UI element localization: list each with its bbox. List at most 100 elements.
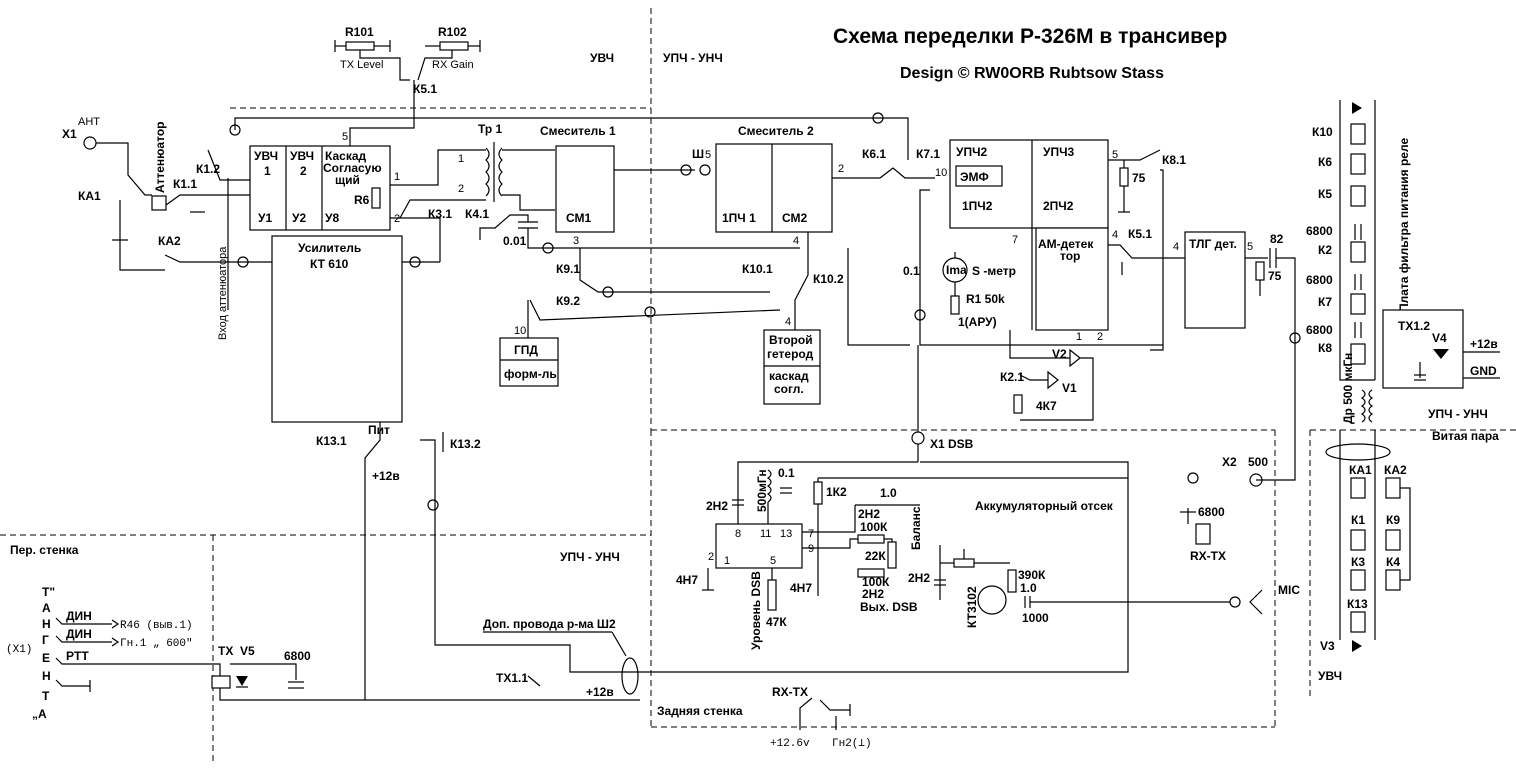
c82-label: 82 — [1270, 232, 1284, 246]
pin-label: 1 — [394, 171, 400, 183]
tangenta-letter-1: Т" — [42, 585, 55, 599]
k5-relay-coil — [1350, 185, 1366, 207]
v2-label: V2 — [1052, 347, 1067, 361]
r390k-resistor — [1007, 569, 1017, 593]
osc-label-4: согл. — [774, 382, 804, 396]
attenuator-box — [151, 195, 167, 211]
section-twisted-pair: Витая пара — [1432, 429, 1499, 443]
k11-label: К1.1 — [173, 177, 197, 191]
k10-relay-coil — [1350, 123, 1366, 145]
k9-relay-coil — [1385, 529, 1401, 551]
amplifier-label: Усилитель — [298, 241, 361, 255]
inductor-500mh-label: 500мГн — [755, 469, 769, 512]
c4h7b-label: 4Н7 — [790, 581, 812, 595]
k9-label: К9 — [1386, 513, 1400, 527]
mic-label: MIC — [1278, 583, 1300, 597]
extra-wires-label: Доп. провода р-ма Ш2 — [483, 617, 616, 631]
pin-label: 5 — [342, 131, 348, 143]
r47k-label: 47К — [766, 615, 787, 629]
choke-2-icon — [1368, 389, 1374, 423]
rx-tx-relay-coil — [1195, 523, 1211, 545]
ka1-relay-coil — [1350, 477, 1366, 499]
k102-label: К10.2 — [813, 272, 844, 286]
c2h2d-label: 2Н2 — [908, 571, 930, 585]
pin-label: 4 — [1112, 229, 1118, 241]
k5-label: К5 — [1318, 187, 1332, 201]
c2h2a-label: 2Н2 — [706, 499, 728, 513]
pin-label: 10 — [514, 325, 526, 337]
k31-label: К3.1 — [428, 207, 452, 221]
r47k-potentiometer — [767, 579, 777, 611]
kt3102-transistor-icon — [977, 585, 1007, 615]
din1-label: ДИН — [66, 609, 92, 623]
r75a-resistor — [1119, 167, 1129, 187]
k51b-label: К5.1 — [1128, 227, 1152, 241]
diode-top-icon — [1352, 102, 1362, 114]
gpd-label: ГПД — [514, 343, 538, 357]
r100ka-resistor — [857, 534, 885, 544]
k81-label: К8.1 — [1162, 153, 1186, 167]
uvch-block — [249, 145, 391, 231]
ipch1-label: 1ПЧ 1 — [722, 211, 756, 225]
dsb-level-label: Уровень DSB — [749, 571, 763, 650]
k3-label: К3 — [1351, 555, 1365, 569]
k13-relay-coil — [1350, 611, 1366, 633]
pin-label: 5 — [1112, 149, 1118, 161]
ka2-relay-coil — [1385, 477, 1401, 499]
emf-label: ЭМФ — [960, 170, 989, 184]
ka1-label: КА1 — [78, 189, 101, 203]
pin-label: 1 — [1076, 331, 1082, 343]
v3-diode-icon — [1352, 640, 1362, 652]
k91-label: К9.1 — [556, 262, 580, 276]
dsb-output-label: Вых. DSB — [860, 600, 918, 614]
v4-diode-icon — [1433, 349, 1449, 359]
pin-label: 2 — [708, 551, 714, 563]
balance-label: Баланс — [909, 506, 923, 550]
r101-label: R101 — [345, 25, 374, 39]
matching-stage-label-1: Каскад — [325, 149, 366, 163]
attenuator-label: Аттенюатор — [153, 122, 167, 193]
second-heterodyne-block — [763, 329, 821, 405]
k21-label: К2.1 — [1000, 370, 1024, 384]
sh5-label: Ш — [692, 147, 704, 161]
rx-tx-label: RX-TX — [1190, 549, 1226, 563]
section-front-wall: Пер. стенка — [10, 543, 79, 557]
cable-bundle-icon — [621, 657, 639, 695]
tx12-label: ТХ1.2 — [1398, 319, 1430, 333]
k71-label: К7.1 — [916, 147, 940, 161]
gn2-label: Гн2(⊥) — [832, 738, 872, 750]
tangenta-letter-4: Г — [42, 633, 49, 647]
r101-resistor — [345, 41, 375, 51]
pin-label: 7 — [1012, 234, 1018, 246]
osc-label-2: гетерод — [767, 347, 814, 361]
k2-relay-coil — [1350, 241, 1366, 263]
k132-label: К13.2 — [450, 437, 481, 451]
c6800b-label: 6800 — [1306, 273, 1333, 287]
pin-label: 1 — [458, 153, 464, 165]
rx-gain-label: RX Gain — [432, 59, 474, 71]
c6800f-label: 6800 — [284, 649, 311, 663]
upch2-label: УПЧ2 — [956, 145, 988, 159]
coax-icon — [237, 256, 249, 268]
section-rear-wall: Задняя стенка — [657, 704, 743, 718]
pin-label: 3 — [573, 235, 579, 247]
k1-label: К1 — [1351, 513, 1365, 527]
r102-label: R102 — [438, 25, 467, 39]
c6800a-label: 6800 — [1306, 224, 1333, 238]
dsb-modulator-chip — [715, 523, 803, 569]
mixer2-label: Смеситель 2 — [738, 124, 814, 138]
r6-label: R6 — [354, 193, 370, 207]
kt610-amplifier-block — [271, 235, 403, 423]
pin-label: 8 — [735, 528, 741, 540]
k8-relay-coil — [1350, 343, 1366, 365]
aru-label: 1(АРУ) — [958, 315, 997, 329]
matching-stage-label-3: щий — [335, 173, 360, 187]
pch2-label: 2ПЧ2 — [1043, 199, 1074, 213]
ipch2-label: 1ПЧ2 — [962, 199, 993, 213]
section-upch-top: УПЧ - УНЧ — [663, 51, 723, 65]
pin-label: 5 — [1247, 241, 1253, 253]
c01b-label: 0.1 — [778, 466, 795, 480]
tlg-detector-label: ТЛГ дет. — [1189, 237, 1237, 251]
